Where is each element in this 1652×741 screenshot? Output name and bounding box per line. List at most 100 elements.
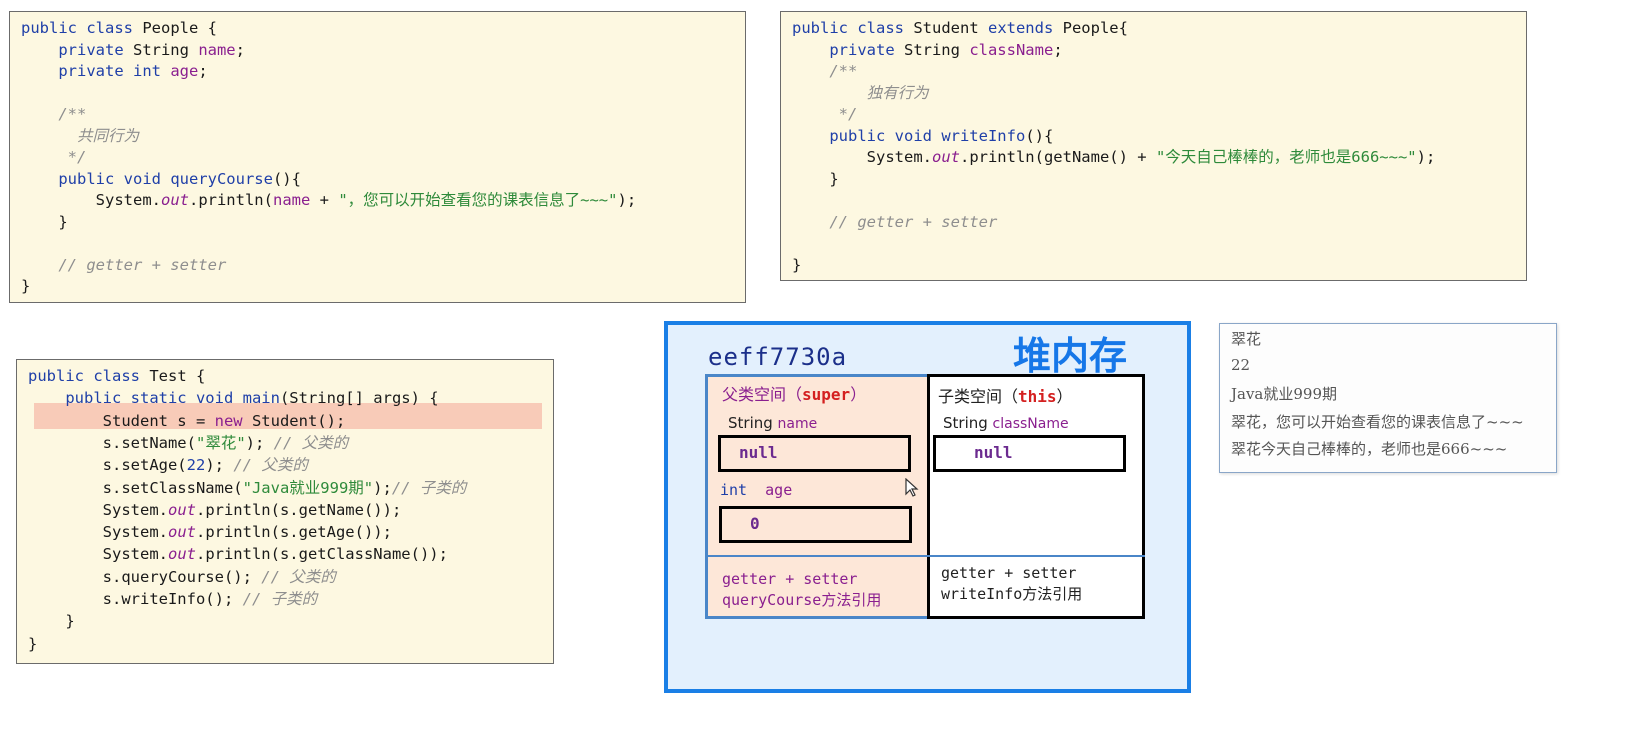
code-token: System. (102, 545, 168, 564)
code-line: private String name; (21, 39, 245, 61)
code-line: System.out.println(s.getAge()); (28, 521, 392, 543)
this-label-end: ） (1056, 387, 1073, 406)
code-token: writeInfo (941, 126, 1026, 145)
code-line: } (792, 168, 839, 190)
this-methods-line1: getter + setter (941, 564, 1077, 582)
code-line: private String className; (792, 39, 1062, 61)
code-token: "Java就业999期" (242, 478, 374, 497)
code-line: s.queryCourse(); // 父类的 (28, 566, 336, 588)
name-field: name (777, 416, 818, 432)
this-space (927, 374, 1145, 619)
this-space-label: 子类空间（this） (938, 383, 1073, 407)
name-type: String (728, 414, 778, 432)
code-token: public static void (65, 389, 243, 408)
code-token: Student s = (102, 411, 215, 430)
code-token: public class (792, 19, 914, 37)
code-token: } (792, 255, 802, 274)
code-line: 独有行为 (792, 82, 929, 104)
code-line: System.out.println(name + "，您可以开始查看您的课表信… (21, 189, 637, 211)
code-token: (){ (272, 169, 301, 188)
super-label-text: 父类空间（ (722, 385, 803, 404)
code-line: s.setName("翠花"); // 父类的 (28, 432, 349, 454)
code-token: ; (235, 40, 245, 59)
people-class-code: public class People { private String nam… (9, 11, 746, 303)
code-token: // getter + setter (58, 255, 227, 274)
age-type: int (720, 481, 748, 499)
current-line-highlight (34, 403, 542, 429)
code-token: ); (1416, 148, 1436, 166)
code-token: People{ (1062, 19, 1128, 37)
code-token: public void (829, 126, 942, 145)
code-token: } (58, 212, 68, 231)
code-token: ); (245, 433, 274, 452)
code-token: name (198, 40, 236, 59)
code-token: private int (58, 62, 171, 80)
code-token: main (242, 389, 280, 408)
code-token: */ (838, 105, 858, 123)
code-token: s.queryCourse(); (102, 567, 262, 586)
age-field: age (765, 481, 793, 499)
code-token: ; (198, 62, 208, 80)
code-token: age (170, 62, 199, 80)
code-token: System. (102, 500, 168, 519)
console-line: Java就业999期 (1231, 385, 1338, 403)
code-line: /** (792, 60, 857, 82)
super-methods-line1: getter + setter (722, 570, 858, 588)
code-token: name (272, 191, 311, 209)
code-line: } (21, 211, 68, 233)
code-token: (){ (1025, 126, 1054, 145)
code-token: // getter + setter (829, 212, 998, 231)
code-token: queryCourse (170, 169, 273, 188)
code-line: /** (21, 103, 86, 125)
code-token: Student (913, 19, 988, 37)
code-token: s.setClassName( (102, 478, 243, 497)
code-token: new (214, 411, 243, 430)
super-space-label: 父类空间（super） (722, 381, 866, 405)
code-token: } (21, 277, 31, 295)
this-keyword: this (1018, 387, 1057, 406)
age-value-box: 0 (719, 506, 912, 543)
code-token: .println(getName() + (959, 148, 1156, 166)
code-line: } (792, 254, 801, 276)
code-token: /** (829, 62, 858, 80)
code-token: /** (58, 105, 87, 123)
code-line: s.setClassName("Java就业999期");// 子类的 (28, 477, 467, 499)
code-token: s.setAge( (102, 456, 187, 475)
this-methods: getter + setter writeInfo方法引用 (941, 563, 1082, 605)
code-token: out (160, 191, 189, 209)
code-token: + (310, 191, 339, 209)
code-line: System.out.println(s.getClassName()); (28, 543, 448, 565)
code-line: public class Student extends People{ (792, 17, 1128, 39)
code-token: 22 (186, 456, 206, 475)
code-token: "今天自己棒棒的，老师也是666~~~" (1155, 148, 1417, 166)
code-line: // getter + setter (792, 211, 997, 233)
classname-type: String (943, 414, 993, 432)
this-methods-line2: writeInfo方法引用 (941, 585, 1083, 603)
code-line: public class People { (21, 17, 217, 39)
code-token: Test { (149, 367, 206, 385)
test-class-code: public class Test { public static void m… (16, 359, 554, 664)
this-label-text: 子类空间（ (938, 387, 1019, 406)
heap-title: 堆内存 (1013, 334, 1128, 378)
super-keyword: super (802, 385, 851, 404)
code-token: // 子类的 (391, 478, 467, 497)
code-line: } (28, 633, 37, 655)
code-token: 独有行为 (866, 83, 929, 102)
code-token: System. (866, 148, 932, 166)
console-line: 22 (1231, 355, 1251, 374)
code-token: public class (21, 19, 143, 37)
object-address: eeff7730a (708, 343, 848, 371)
code-token: (String[] args) { (279, 389, 439, 408)
code-token: ); (373, 478, 392, 497)
classname-value-box: null (933, 435, 1126, 472)
classname-field: className (992, 416, 1069, 432)
code-token: String (132, 40, 199, 59)
code-token: "翠花" (195, 433, 246, 452)
code-token: "，您可以开始查看您的课表信息了~~~" (338, 191, 618, 209)
code-line: public class Test { (28, 365, 205, 387)
code-token: } (829, 169, 839, 188)
code-token: out (167, 523, 196, 542)
code-token: className (969, 40, 1054, 59)
code-token: // 子类的 (242, 590, 318, 608)
